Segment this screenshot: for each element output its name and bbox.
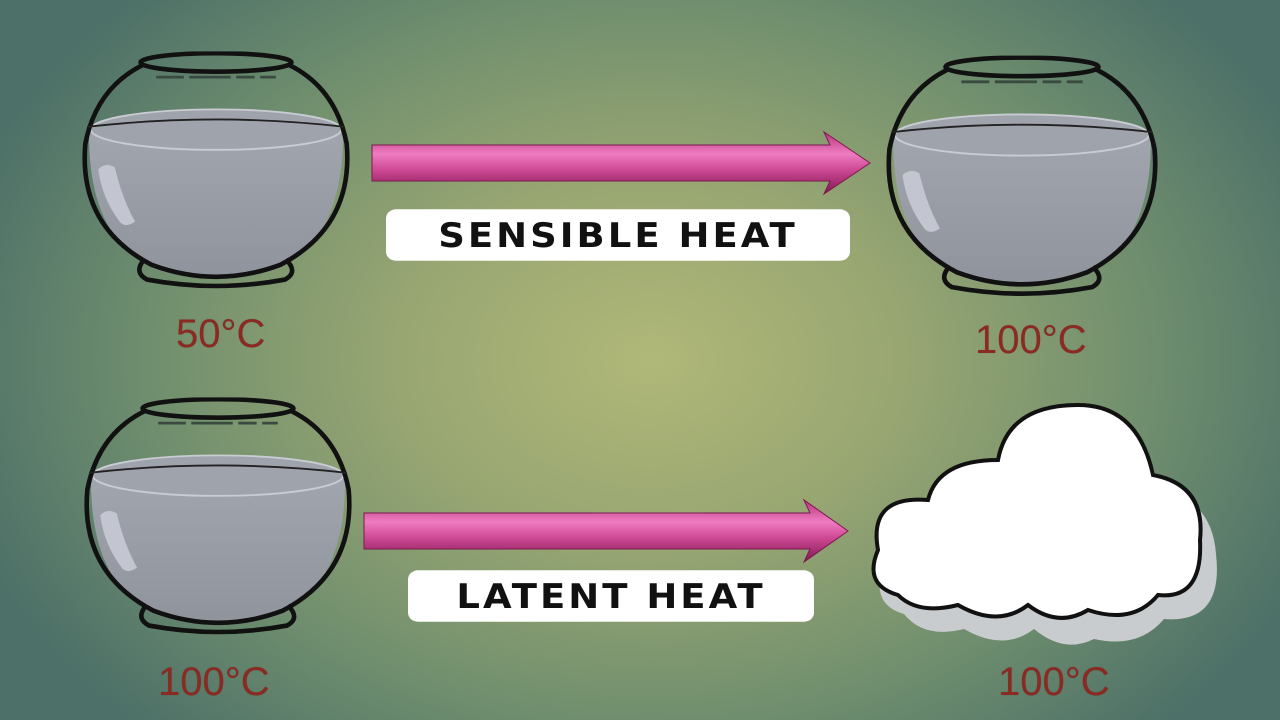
temperature-label-start: 50°C [176,312,266,356]
water-bowl-icon [80,392,356,642]
arrow-right-icon [363,498,849,564]
temperature-label-end: 100°C [998,660,1110,704]
vapor-cloud-icon [871,402,1217,645]
process-label-sensible-heat: SENSIBLE HEAT [386,209,850,261]
temperature-label-start: 100°C [158,660,270,704]
water-bowl-icon [882,52,1162,302]
arrow-right-icon [371,130,871,196]
temperature-label-end: 100°C [975,318,1087,362]
water-bowl-icon [78,46,354,296]
process-label-latent-heat: LATENT HEAT [408,570,814,622]
